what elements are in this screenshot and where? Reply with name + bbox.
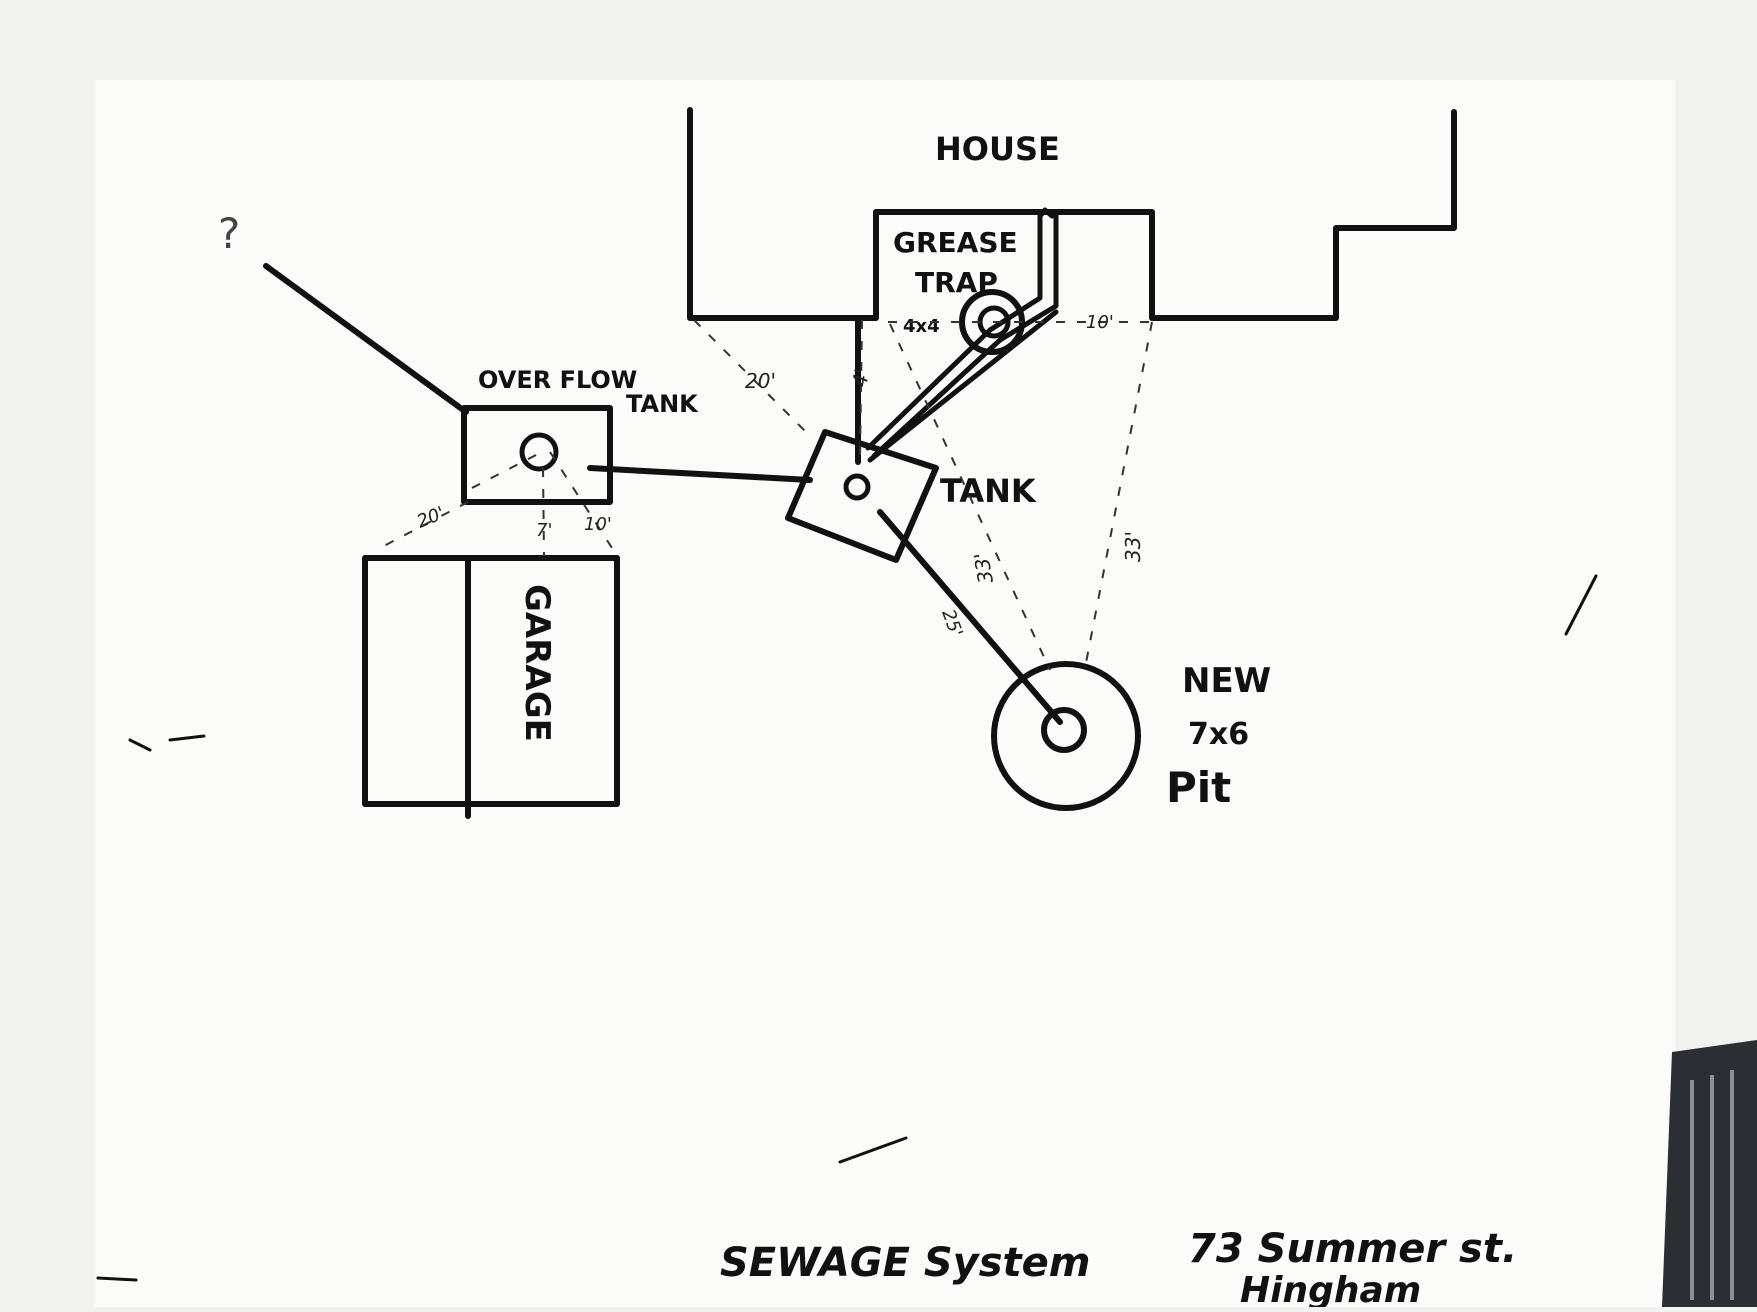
dim-line-house-to-tank-diag (693, 319, 809, 435)
grease-trap-label-2: TRAP (915, 266, 998, 299)
dim-tank-to-pit-a: 33' (969, 551, 998, 586)
dim-grease-to-corner: 10' (1086, 312, 1114, 333)
overflow-tank-label-1: OVER FLOW (478, 366, 637, 394)
dim-house-to-tank: 4' (847, 367, 874, 389)
dim-overflow-to-garage-b: 7' (536, 520, 552, 541)
stray-marks (96, 574, 1598, 1282)
dim-line-overflow-diag-a (467, 454, 537, 491)
dim-line-overflow-to-garage (542, 467, 545, 557)
caption-title: SEWAGE System (720, 1240, 1091, 1286)
house-label: HOUSE (935, 130, 1060, 168)
photo-corner-texture (1690, 1070, 1734, 1300)
tank-to-overflow-pipe (587, 465, 813, 483)
tank-label: TANK (940, 472, 1037, 510)
garage-label: GARAGE (517, 584, 557, 742)
new-pit-label-2: 7x6 (1188, 717, 1249, 752)
dim-line-overflow-to-garage-left (379, 501, 469, 549)
dim-line-grease-to-pit (889, 323, 1051, 671)
garage (362, 555, 620, 807)
dim-overflow-to-garage-c: 10' (584, 514, 612, 535)
grease-pipe-top (1037, 207, 1055, 219)
unknown-pipe (263, 263, 469, 415)
grease-pipe-inner (871, 213, 1059, 459)
photo-background-corner (1662, 1040, 1757, 1307)
grease-trap-label-1: GREASE (893, 226, 1018, 259)
grease-trap-size-label: 4x4 (903, 316, 940, 337)
overflow-tank-inlet (519, 432, 559, 472)
septic-tank-inlet (843, 473, 871, 501)
overflow-tank-label-2: TANK (626, 390, 699, 418)
grease-pipe-outer (865, 213, 1043, 451)
caption-address-2: Hingham (1240, 1270, 1421, 1307)
septic-tank (785, 429, 939, 563)
dim-house-to-overflow: 20' (745, 369, 776, 393)
new-pit-label-3: Pit (1166, 763, 1231, 812)
dim-line-house-corner-to-pit (1084, 321, 1153, 669)
dim-tank-to-pit-b: 33' (1121, 531, 1145, 562)
new-pit-outer (991, 661, 1141, 811)
unknown-pipe-label: ? (218, 209, 240, 258)
tank-to-pit-pipe (877, 509, 1063, 725)
dim-line-house-to-tank (859, 319, 863, 457)
new-pit-inner (1041, 707, 1087, 753)
new-pit-label-1: NEW (1182, 661, 1271, 701)
grease-to-tank-pipe (867, 309, 1059, 463)
overflow-tank (461, 405, 613, 505)
paper-sheet (95, 80, 1675, 1307)
house-outline (687, 107, 1457, 321)
caption-address-1: 73 Summer st. (1188, 1226, 1517, 1272)
